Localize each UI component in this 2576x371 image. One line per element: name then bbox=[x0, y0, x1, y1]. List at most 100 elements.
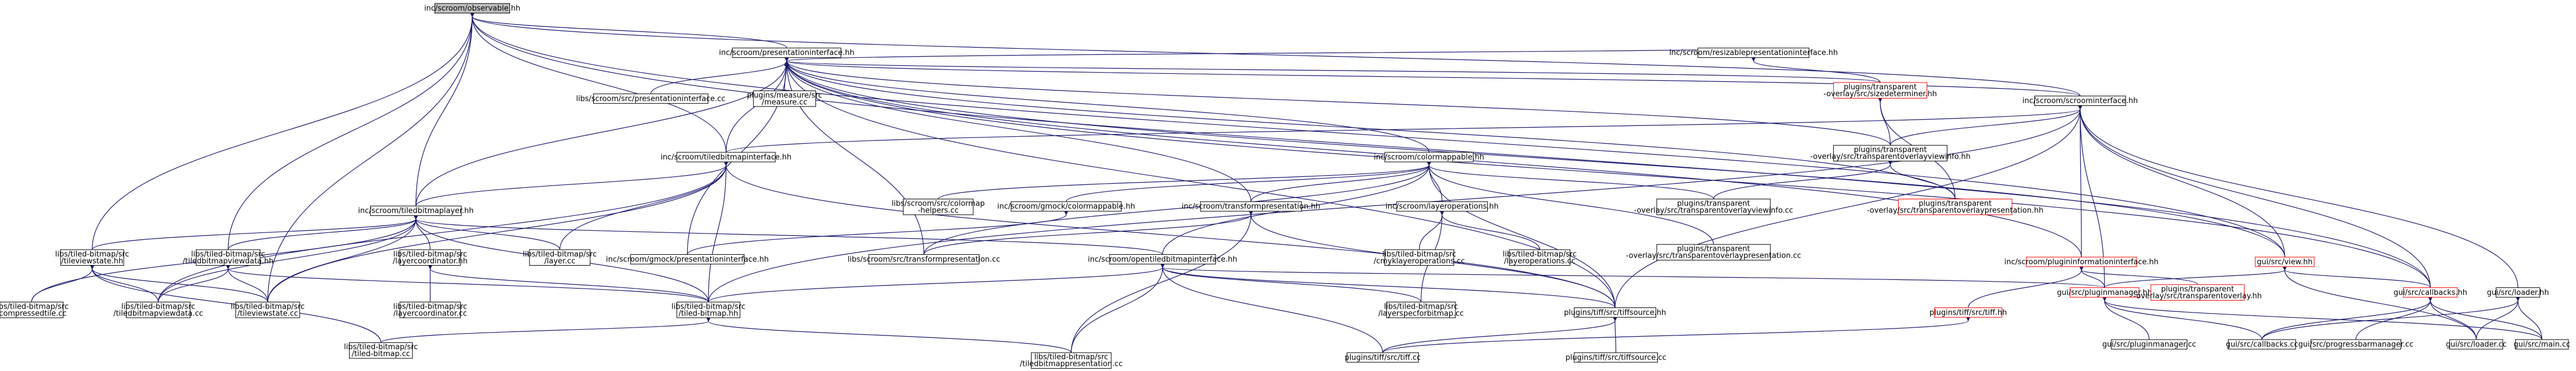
node-box[interactable] bbox=[195, 249, 261, 266]
node-box[interactable] bbox=[2150, 284, 2245, 301]
graph-node[interactable]: libs/tiled-bitmap/src/tiled-bitmap.hh bbox=[672, 302, 746, 318]
node-box[interactable] bbox=[349, 342, 413, 359]
graph-node[interactable]: libs/tiled-bitmap/src/layercoordinator.h… bbox=[393, 249, 468, 266]
graph-node[interactable]: inc/scroom/observable.hh bbox=[424, 3, 520, 14]
node-box[interactable] bbox=[676, 152, 776, 163]
graph-node[interactable]: libs/scroom/src/colormap-helpers.cc bbox=[892, 199, 985, 215]
graph-node[interactable]: libs/tiled-bitmap/src/cmyklayeroperation… bbox=[1374, 249, 1465, 266]
node-box[interactable] bbox=[676, 302, 740, 318]
graph-node[interactable]: inc/scroom/transformpresentation.hh bbox=[1182, 201, 1320, 212]
graph-node[interactable]: gui/src/progressbarmanager.cc bbox=[2298, 339, 2413, 350]
graph-node[interactable]: inc/scroom/gmock/colormappable.hh bbox=[997, 201, 1135, 212]
graph-node[interactable]: inc/scroom/presentationinterface.hh bbox=[719, 48, 854, 58]
graph-node[interactable]: plugins/tiff/src/tiffsource.hh bbox=[1564, 307, 1666, 318]
graph-node[interactable]: inc/scroom/scroominterface.hh bbox=[2022, 96, 2138, 106]
node-box[interactable] bbox=[1010, 201, 1122, 212]
node-box[interactable] bbox=[1697, 48, 1810, 58]
graph-node[interactable]: plugins/transparent-overlay/src/transpar… bbox=[1634, 199, 1793, 215]
graph-node[interactable]: gui/src/view.hh bbox=[2255, 256, 2315, 267]
node-box[interactable] bbox=[1200, 201, 1302, 212]
graph-node[interactable]: gui/src/callbacks.cc bbox=[2226, 339, 2298, 350]
graph-node[interactable]: inc/scroom/gmock/presentationinterface.h… bbox=[606, 254, 769, 265]
node-box[interactable] bbox=[1656, 199, 1771, 215]
node-box[interactable] bbox=[1396, 201, 1488, 212]
node-box[interactable] bbox=[529, 249, 591, 266]
node-box[interactable] bbox=[753, 90, 816, 107]
node-box[interactable] bbox=[2515, 339, 2569, 350]
node-box[interactable] bbox=[2026, 256, 2137, 267]
node-box[interactable] bbox=[1574, 352, 1658, 363]
graph-node[interactable]: plugins/tiff/src/tiffsource.cc bbox=[1566, 352, 1667, 363]
node-box[interactable] bbox=[60, 249, 124, 266]
graph-node[interactable]: libs/tiled-bitmap/src/tileviewstate.cc bbox=[231, 302, 305, 318]
graph-node[interactable]: plugins/transparent-overlay/src/sizedete… bbox=[1824, 82, 1937, 99]
graph-node[interactable]: libs/tiled-bitmap/src/layer.cc bbox=[523, 249, 597, 266]
graph-node[interactable]: libs/tiled-bitmap/src/tiledbitmappresent… bbox=[1020, 352, 1123, 369]
graph-node[interactable]: libs/scroom/src/transformpresentation.cc bbox=[848, 254, 1000, 265]
graph-node[interactable]: gui/src/pluginmanager.cc bbox=[2102, 339, 2196, 350]
graph-node[interactable]: inc/scroom/opentiledbitmapinterface.hh bbox=[1088, 254, 1237, 265]
node-box[interactable] bbox=[1384, 152, 1474, 163]
node-box[interactable] bbox=[2255, 256, 2315, 267]
graph-node[interactable]: inc/scroom/colormappable.hh bbox=[1374, 152, 1484, 163]
node-box[interactable] bbox=[1833, 145, 1948, 161]
node-box[interactable] bbox=[1509, 249, 1571, 266]
node-box[interactable] bbox=[434, 3, 510, 14]
node-box[interactable] bbox=[630, 254, 745, 265]
node-box[interactable] bbox=[235, 302, 300, 318]
graph-node[interactable]: plugins/tiff/src/tiff.cc bbox=[1344, 352, 1421, 363]
graph-node[interactable]: plugins/transparent-overlay/src/transpar… bbox=[1867, 199, 2044, 215]
node-box[interactable] bbox=[1386, 302, 1456, 318]
graph-node[interactable]: gui/src/main.cc bbox=[2514, 339, 2570, 350]
node-box[interactable] bbox=[1934, 307, 2002, 318]
graph-node[interactable]: plugins/transparent-overlay/src/transpar… bbox=[2134, 284, 2262, 301]
graph-node[interactable]: inc/scroom/resizablepresentationinterfac… bbox=[1669, 48, 1838, 58]
node-box[interactable] bbox=[1574, 307, 1656, 318]
node-box[interactable] bbox=[732, 48, 841, 58]
graph-node[interactable]: plugins/measure/src/measure.cc bbox=[747, 90, 822, 107]
graph-node[interactable]: libs/tiled-bitmap/src/layeroperations.cc bbox=[1503, 249, 1577, 266]
node-box[interactable] bbox=[399, 302, 461, 318]
node-box[interactable] bbox=[1030, 352, 1112, 369]
graph-node[interactable]: libs/tiled-bitmap/src/tileviewstate.hh bbox=[55, 249, 129, 266]
graph-node[interactable]: plugins/transparent-overlay/src/transpar… bbox=[1626, 244, 1801, 261]
graph-node[interactable]: inc/scroom/tiledbitmaplayer.hh bbox=[358, 206, 474, 216]
node-box[interactable] bbox=[1109, 254, 1216, 265]
node-box[interactable] bbox=[2069, 287, 2140, 298]
graph-node[interactable]: plugins/transparent-overlay/src/transpar… bbox=[1810, 145, 1971, 161]
node-box[interactable] bbox=[1346, 352, 1419, 363]
node-box[interactable] bbox=[1833, 82, 1927, 99]
graph-node[interactable]: libs/tiled-bitmap/src/compressedtile.cc bbox=[0, 302, 69, 318]
node-box[interactable] bbox=[370, 206, 462, 216]
graph-node[interactable]: libs/tiled-bitmap/src/tiledbitmapviewdat… bbox=[113, 302, 203, 318]
node-box[interactable] bbox=[126, 302, 191, 318]
node-box[interactable] bbox=[868, 254, 979, 265]
node-box[interactable] bbox=[399, 249, 461, 266]
graph-node[interactable]: libs/tiled-bitmap/src/layercoordinator.c… bbox=[393, 302, 467, 318]
node-box[interactable] bbox=[1656, 244, 1771, 261]
graph-node[interactable]: libs/tiled-bitmap/src/tiled-bitmap.cc bbox=[344, 342, 418, 359]
node-box[interactable] bbox=[2403, 287, 2458, 298]
graph-node[interactable]: inc/scroom/layeroperations.hh bbox=[1386, 201, 1499, 212]
node-box[interactable] bbox=[1897, 199, 2013, 215]
node-box[interactable] bbox=[2034, 96, 2126, 106]
node-box[interactable] bbox=[2310, 339, 2401, 350]
graph-node[interactable]: libs/scroom/src/presentationinterface.cc bbox=[576, 93, 726, 104]
graph-node[interactable]: plugins/tiff/src/tiff.hh bbox=[1930, 307, 2007, 318]
graph-node[interactable]: gui/src/loader.hh bbox=[2487, 287, 2549, 298]
node-box[interactable] bbox=[593, 93, 708, 104]
node-box[interactable] bbox=[2449, 339, 2503, 350]
graph-node[interactable]: gui/src/loader.cc bbox=[2446, 339, 2507, 350]
node-box[interactable] bbox=[1384, 249, 1454, 266]
graph-node[interactable]: inc/scroom/plugininformationinterface.hh bbox=[2004, 256, 2159, 267]
graph-node[interactable]: libs/tiled-bitmap/src/tiledbitmapviewdat… bbox=[183, 249, 274, 266]
node-box[interactable] bbox=[0, 302, 64, 318]
graph-node[interactable]: gui/src/pluginmanager.hh bbox=[2057, 287, 2152, 298]
node-box[interactable] bbox=[2111, 339, 2187, 350]
graph-node[interactable]: inc/scroom/tiledbitmapinterface.hh bbox=[661, 152, 791, 163]
graph-node[interactable]: libs/tiled-bitmap/src/layerspecforbitmap… bbox=[1378, 302, 1464, 318]
graph-node[interactable]: gui/src/callbacks.hh bbox=[2394, 287, 2467, 298]
node-box[interactable] bbox=[903, 199, 974, 215]
node-box[interactable] bbox=[2495, 287, 2540, 298]
node-box[interactable] bbox=[2228, 339, 2296, 350]
